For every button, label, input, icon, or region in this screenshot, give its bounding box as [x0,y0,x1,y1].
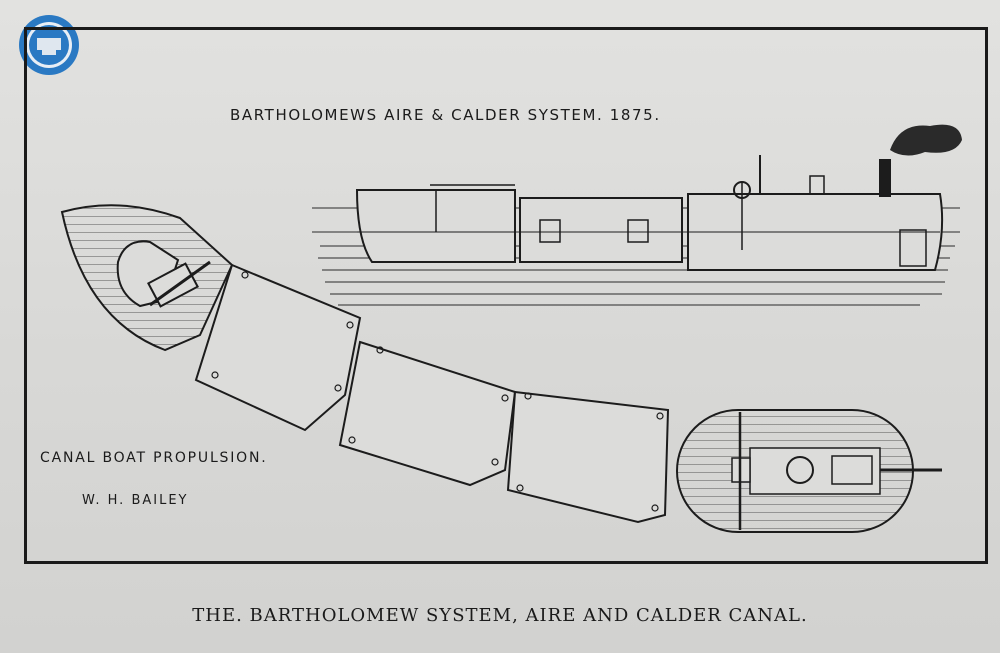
society-badge-icon [19,15,79,75]
page-caption: THE. BARTHOLOMEW SYSTEM, AIRE AND CALDER… [192,605,808,626]
plan-view-train [60,204,942,533]
propulsion-label: CANAL BOAT PROPULSION. [40,450,268,466]
drawing-border [24,27,988,564]
smoke-plume [890,124,962,156]
side-elevation-train [355,155,944,271]
diagram-title: BARTHOLOMEWS AIRE & CALDER SYSTEM. 1875. [230,106,661,124]
author-label: W. H. BAILEY [82,493,189,508]
